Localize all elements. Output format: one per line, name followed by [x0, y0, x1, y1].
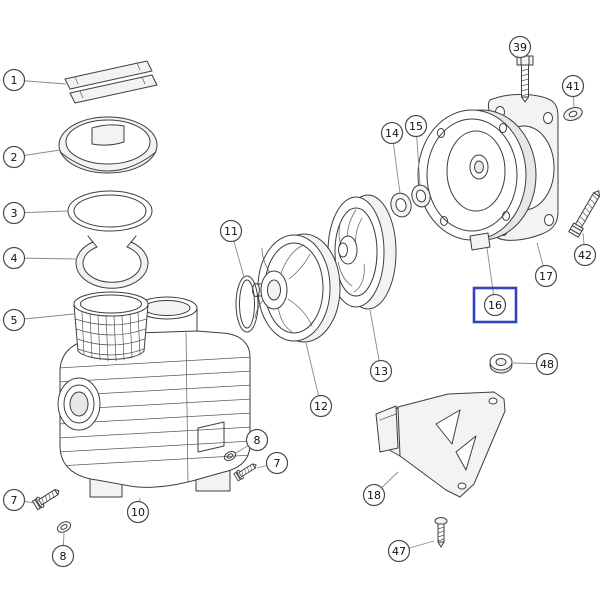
part-shaft-seal: [390, 192, 412, 218]
callout-number-7: 7: [274, 457, 281, 470]
callout-7[interactable]: 7: [265, 451, 289, 475]
callout-48[interactable]: 48: [535, 352, 559, 376]
callout-8[interactable]: 8: [245, 428, 269, 452]
callout-42[interactable]: 42: [573, 243, 597, 267]
callout-circle-47[interactable]: [387, 539, 411, 563]
callout-1[interactable]: 1: [2, 68, 26, 92]
callout-10[interactable]: 10: [126, 500, 150, 524]
callout-circle-2[interactable]: [2, 145, 26, 169]
part-seal-seat: [411, 184, 431, 208]
callout-12[interactable]: 12: [309, 394, 333, 418]
callout-number-3: 3: [11, 207, 18, 220]
callout-number-4: 4: [11, 252, 18, 265]
part-washer: [563, 106, 583, 122]
callout-number-15: 15: [409, 120, 423, 133]
part-lid: [58, 116, 158, 174]
part-diffuser: [252, 233, 341, 343]
callout-number-5: 5: [11, 314, 18, 327]
callout-11[interactable]: 11: [219, 219, 243, 243]
callout-circle-12[interactable]: [309, 394, 333, 418]
callout-circle-17[interactable]: [534, 264, 558, 288]
callout-circle-42[interactable]: [573, 243, 597, 267]
callout-circle-41[interactable]: [561, 74, 585, 98]
callout-circle-7[interactable]: [265, 451, 289, 475]
callout-number-39: 39: [513, 41, 527, 54]
part-drain-plug: [233, 463, 257, 482]
callout-circle-8[interactable]: [51, 544, 75, 568]
callout-47[interactable]: 47: [387, 539, 411, 563]
callout-13[interactable]: 13: [369, 359, 393, 383]
callout-4[interactable]: 4: [2, 246, 26, 270]
callout-circle-15[interactable]: [404, 114, 428, 138]
callout-circle-14[interactable]: [380, 121, 404, 145]
part-strainer-basket: [73, 291, 149, 362]
part-o-ring: [235, 275, 259, 333]
callout-number-2: 2: [11, 151, 18, 164]
callout-circle-48[interactable]: [535, 352, 559, 376]
callout-39[interactable]: 39: [508, 35, 532, 59]
callout-circle-7[interactable]: [2, 488, 26, 512]
callout-number-48: 48: [540, 358, 554, 371]
part-pump-housing: [57, 296, 251, 498]
callout-number-11: 11: [224, 225, 238, 238]
callout-16[interactable]: 16: [472, 286, 518, 324]
callout-3[interactable]: 3: [2, 201, 26, 225]
callout-17[interactable]: 17: [534, 264, 558, 288]
part-lid-handle: [64, 60, 158, 104]
callout-number-13: 13: [374, 365, 388, 378]
callout-7[interactable]: 7: [2, 488, 26, 512]
callout-number-17: 17: [539, 270, 553, 283]
callout-circle-11[interactable]: [219, 219, 243, 243]
part-lock-ring: [75, 235, 149, 289]
callout-circle-13[interactable]: [369, 359, 393, 383]
part-drain-plug: [31, 489, 60, 511]
part-impeller: [327, 194, 397, 310]
callout-15[interactable]: 15: [404, 114, 428, 138]
callout-number-41: 41: [566, 80, 580, 93]
part-seal-plate: [417, 109, 537, 251]
part-plug-o-ring: [223, 450, 237, 462]
callout-2[interactable]: 2: [2, 145, 26, 169]
part-bushing: [489, 353, 513, 374]
callout-number-42: 42: [578, 249, 592, 262]
callout-circle-5[interactable]: [2, 308, 26, 332]
callout-number-7: 7: [11, 494, 18, 507]
parts-artwork: [31, 55, 600, 548]
part-plug-o-ring: [56, 521, 72, 533]
callout-circle-4[interactable]: [2, 246, 26, 270]
callout-circle-8[interactable]: [245, 428, 269, 452]
callout-number-1: 1: [11, 74, 18, 87]
callout-circle-39[interactable]: [508, 35, 532, 59]
callout-number-8: 8: [254, 434, 261, 447]
callout-number-18: 18: [367, 489, 381, 502]
part-bolt: [568, 190, 600, 238]
callout-number-14: 14: [385, 127, 399, 140]
callout-41[interactable]: 41: [561, 74, 585, 98]
callout-number-12: 12: [314, 400, 328, 413]
callout-circle-10[interactable]: [126, 500, 150, 524]
callout-number-10: 10: [131, 506, 145, 519]
part-lid-gasket: [67, 190, 153, 232]
callout-5[interactable]: 5: [2, 308, 26, 332]
part-mounting-bracket: [375, 391, 506, 498]
callout-circle-18[interactable]: [362, 483, 386, 507]
callout-18[interactable]: 18: [362, 483, 386, 507]
callout-circle-1[interactable]: [2, 68, 26, 92]
selected-part-highlight: [472, 286, 518, 324]
callout-circle-16[interactable]: [483, 293, 507, 317]
callout-number-47: 47: [392, 545, 406, 558]
callout-14[interactable]: 14: [380, 121, 404, 145]
callout-number-16: 16: [488, 299, 502, 312]
part-screw: [434, 517, 448, 548]
callout-8[interactable]: 8: [51, 544, 75, 568]
callout-number-8: 8: [60, 550, 67, 563]
callout-circle-3[interactable]: [2, 201, 26, 225]
